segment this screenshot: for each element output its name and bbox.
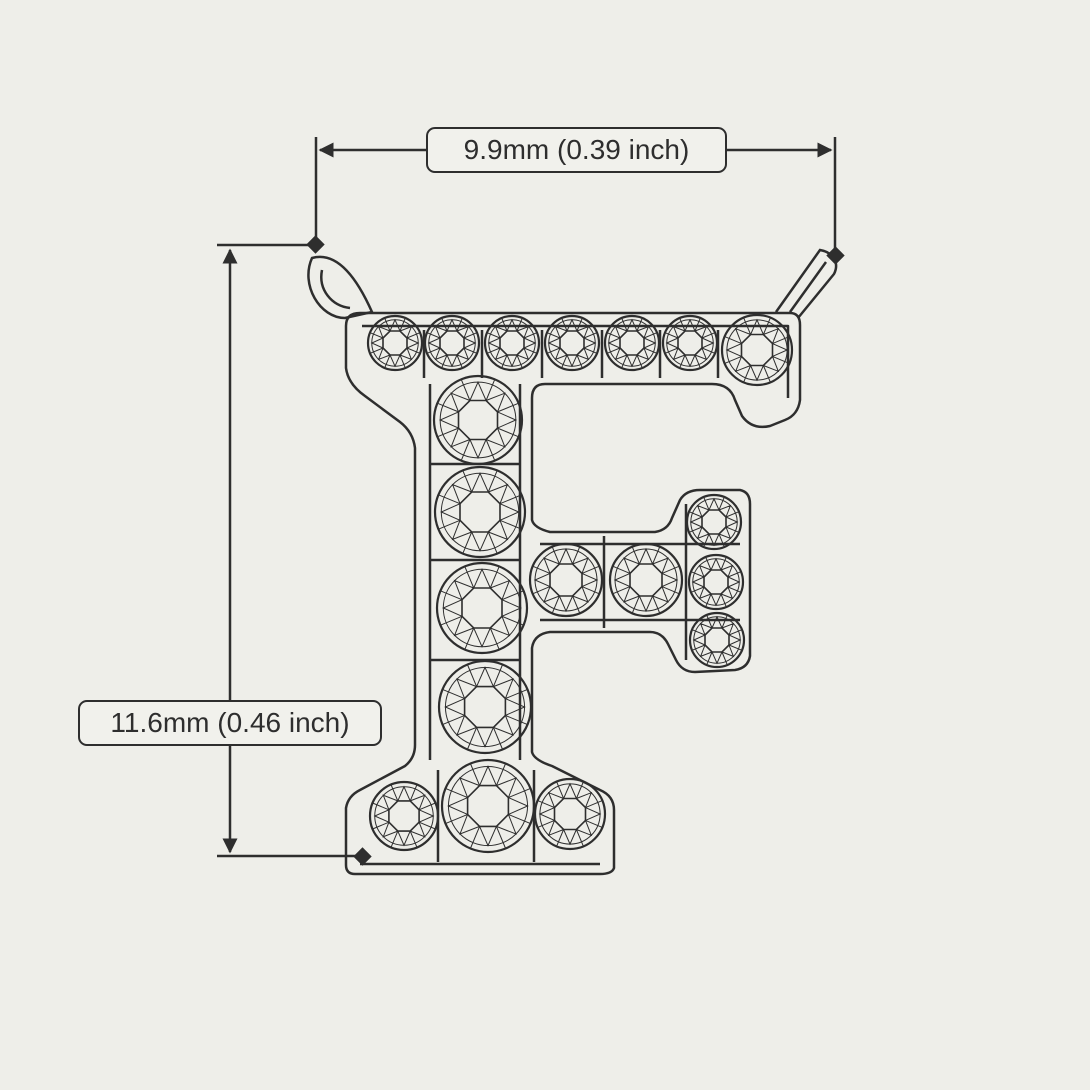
round-diamond-icon	[687, 553, 745, 611]
round-diamond-icon	[528, 542, 604, 618]
pendant-loops	[307, 248, 838, 320]
height-dimension	[217, 243, 362, 858]
round-diamond-icon	[661, 314, 719, 372]
round-diamond-icon	[440, 758, 536, 854]
width-dimension-label: 9.9mm (0.39 inch)	[426, 127, 727, 173]
width-dimension	[314, 137, 837, 256]
round-diamond-icon	[533, 777, 607, 851]
stones	[366, 313, 794, 854]
round-diamond-icon	[366, 314, 424, 372]
round-diamond-icon	[423, 314, 481, 372]
height-dimension-label: 11.6mm (0.46 inch)	[78, 700, 382, 746]
round-diamond-icon	[608, 542, 684, 618]
round-diamond-icon	[368, 780, 440, 852]
round-diamond-icon	[603, 314, 661, 372]
round-diamond-icon	[433, 465, 527, 559]
round-diamond-icon	[435, 561, 529, 655]
round-diamond-icon	[688, 611, 746, 669]
round-diamond-icon	[483, 314, 541, 372]
round-diamond-icon	[437, 659, 533, 755]
round-diamond-icon	[685, 493, 743, 551]
round-diamond-icon	[432, 374, 524, 466]
round-diamond-icon	[543, 314, 601, 372]
letter-f-body	[344, 311, 802, 876]
corner-markers	[306, 235, 845, 866]
round-diamond-icon	[720, 313, 794, 387]
